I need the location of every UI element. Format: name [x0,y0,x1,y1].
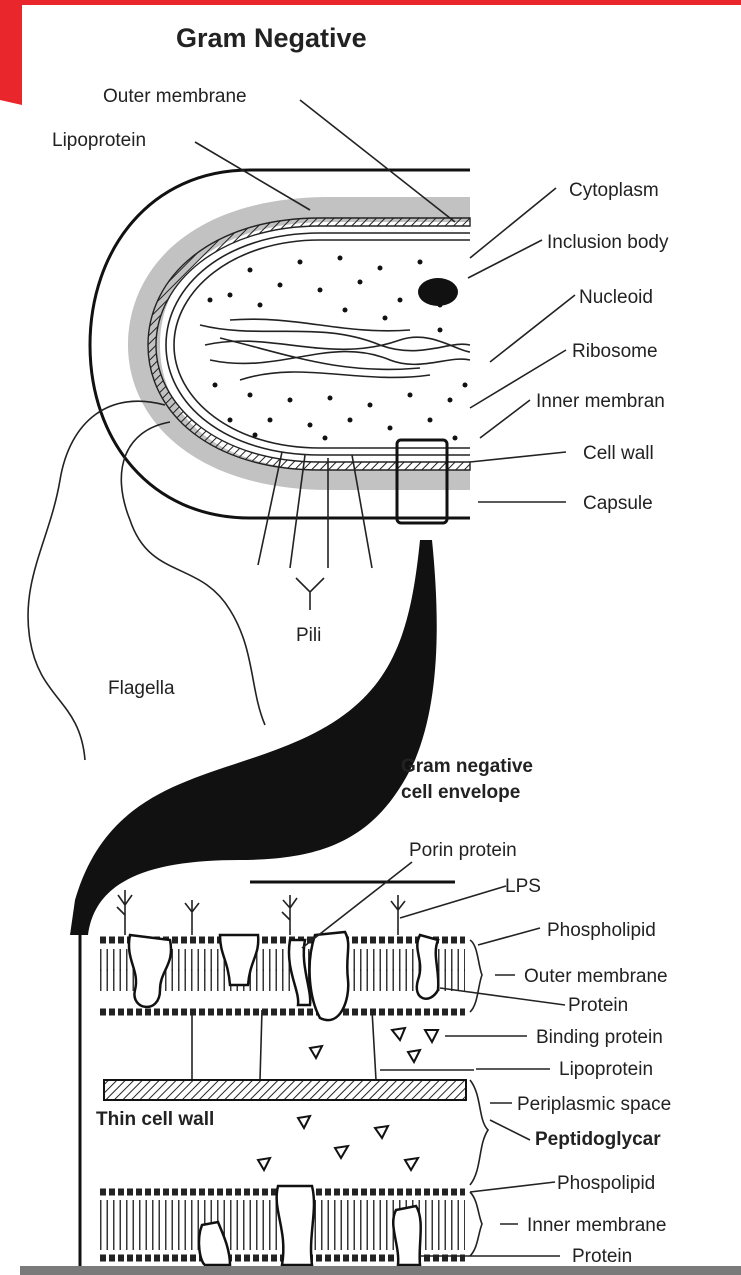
label-cytoplasm: Cytoplasm [569,180,659,201]
label-ribosome: Ribosome [572,341,658,362]
label-periplasmic-space: Periplasmic space [517,1094,671,1115]
label-flagella: Flagella [108,678,175,699]
label-inner-membrane-env: Inner membrane [527,1215,666,1236]
label-capsule: Capsule [583,493,653,514]
label-peptidoglycan: Peptidoglycar [535,1129,661,1150]
outer-membrane-proteins [129,932,438,1020]
label-lipoprotein: Lipoprotein [52,130,146,151]
label-pili: Pili [296,625,321,646]
diagram-title: Gram Negative [176,23,367,53]
corner-accent-left [0,0,22,105]
cell-wall-hatched [148,218,470,470]
label-nucleoid: Nucleoid [579,287,653,308]
cell-cross-section [28,100,575,760]
cell-pointer-lines [195,100,575,502]
nucleoid-strands [200,319,470,380]
envelope-pointer-lines [302,862,565,1256]
label-thin-cell-wall: Thin cell wall [96,1109,214,1130]
lps-trees [117,890,405,935]
peptidoglycan-layer [104,1080,466,1100]
label-inclusion-body: Inclusion body [547,232,669,253]
label-phospholipid-outer: Phospholipid [547,920,656,941]
inclusion-body [418,278,458,306]
label-protein-outer: Protein [568,995,628,1016]
corner-accent-top [22,0,741,5]
envelope-title-line2: cell envelope [401,782,520,803]
label-lps: LPS [505,876,541,897]
label-lipoprotein-env: Lipoprotein [559,1059,653,1080]
label-protein-inner: Protein [572,1246,632,1267]
zoom-connector [70,540,437,935]
bottom-edge-bar [20,1266,741,1275]
inner-membrane-line-2 [174,240,470,448]
envelope-title-line1: Gram negative [401,756,533,777]
label-phospholipid-inner: Phospolipid [557,1173,655,1194]
label-inner-membrane: Inner membran [536,391,665,412]
cell-envelope [80,862,565,1270]
label-binding-protein: Binding protein [536,1027,663,1048]
label-outer-membrane: Outer membrane [103,86,247,107]
label-outer-membrane-env: Outer membrane [524,966,668,987]
label-porin-protein: Porin protein [409,840,517,861]
label-cell-wall: Cell wall [583,443,654,464]
